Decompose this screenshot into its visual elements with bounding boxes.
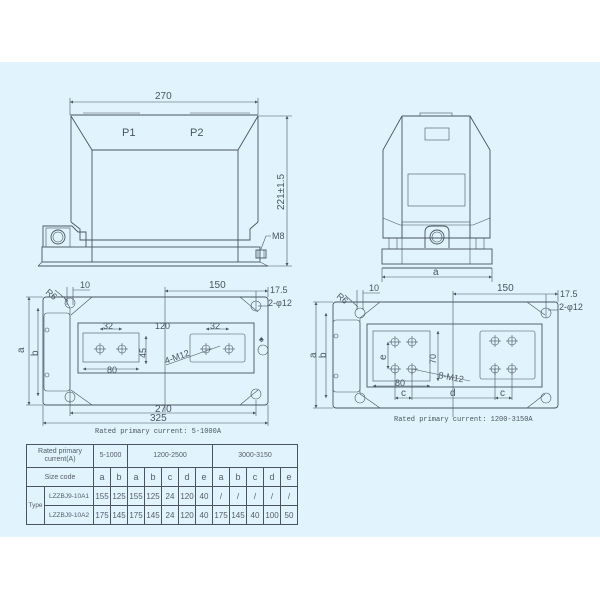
radius-r6-dim: R6	[44, 287, 59, 302]
header-current: Rated primary current(A)	[26, 444, 94, 468]
cell: 145	[110, 505, 128, 525]
side-width-dim: a	[433, 267, 439, 278]
cell: 145	[144, 505, 162, 525]
cell: 175	[93, 505, 111, 525]
height-45-dim: 45	[138, 348, 148, 358]
group-3000-3150: 3000-3150	[212, 444, 298, 468]
cell: 125	[144, 486, 162, 506]
model-name: LZZBJ9-10A2	[44, 505, 94, 525]
cell: 175	[212, 505, 230, 525]
pitch-right-dim: 32	[210, 321, 220, 331]
cell: 155	[127, 486, 145, 506]
model-name: LZZBJ9-10A1	[44, 486, 94, 506]
size-code: b	[144, 467, 162, 487]
holes-2-phi12-dim-large: 2-φ12	[559, 302, 583, 312]
size-code: a	[127, 467, 145, 487]
dim-a-large: a	[308, 352, 319, 358]
edge-17-5-dim-large: 17.5	[560, 289, 578, 299]
plan-view-1200-3150a: e 70 80 8-M12 c c d 150 17.5 2-φ12 R6	[308, 283, 583, 424]
cell: 24	[161, 505, 179, 525]
plan-view-5-1000a: ♠ 32 32 120 45 80 4-M12 150 17.5 2-φ12 R…	[16, 280, 292, 436]
caption-5-1000a: Rated primary current: 5-1000A	[95, 428, 222, 436]
holes-2-phi12-dim: 2-φ12	[268, 298, 292, 308]
caption-1200-3150a: Rated primary current: 1200-3150A	[394, 416, 533, 424]
size-code: a	[212, 467, 230, 487]
width-80-dim-large: 80	[395, 378, 405, 388]
thread-4-m12-label: 4-M12	[163, 348, 190, 366]
size-code: a	[93, 467, 111, 487]
slot-10-dim: 10	[80, 280, 90, 290]
size-code: e	[195, 467, 213, 487]
size-code: b	[229, 467, 247, 487]
table-size-code-row: Size code a b a b c d e a b c d e	[26, 467, 298, 487]
cell: 24	[161, 486, 179, 506]
cell: 120	[178, 486, 196, 506]
table-header-row: Rated primary current(A) 5-1000 1200-250…	[26, 444, 298, 468]
edge-17-5-dim: 17.5	[270, 285, 288, 295]
size-code: b	[110, 467, 128, 487]
terminal-spacing-dim: 120	[155, 321, 170, 331]
dim-c-left: c	[401, 388, 406, 399]
size-code: c	[161, 467, 179, 487]
center-150-dim-large: 150	[497, 283, 514, 294]
cell: 175	[127, 505, 145, 525]
thread-8-m12-label: 8-M12	[438, 370, 465, 384]
cell: 40	[195, 486, 213, 506]
size-code: d	[178, 467, 196, 487]
terminal-p2-label: P2	[190, 127, 203, 139]
width-80-dim: 80	[107, 365, 117, 375]
earth-symbol: ♠	[259, 334, 264, 344]
overall-325-dim: 325	[150, 413, 167, 424]
cell: /	[263, 486, 281, 506]
dim-e: e	[378, 354, 389, 360]
type-label: Type	[25, 486, 46, 525]
pitch-left-dim: 32	[103, 321, 113, 331]
table-row: LZZBJ9-10A2 175 145 175 145 24 120 40 17…	[27, 505, 298, 525]
m8-bolt-label: M8	[272, 231, 285, 241]
cell: 100	[263, 505, 281, 525]
cell: /	[246, 486, 264, 506]
spec-table: Rated primary current(A) 5-1000 1200-250…	[25, 444, 298, 525]
dim-a-small: a	[16, 347, 27, 353]
size-code: d	[263, 467, 281, 487]
size-code: c	[246, 467, 264, 487]
size-code-label: Size code	[26, 467, 94, 487]
dim-b-small: b	[30, 350, 41, 356]
side-view: a	[381, 112, 493, 282]
table-row: Type LZZBJ9-10A1 155 125 155 125 24 120 …	[25, 486, 298, 525]
front-width-dim: 270	[155, 91, 172, 102]
slot-10-dim-large: 10	[369, 283, 379, 293]
group-5-1000: 5-1000	[93, 444, 128, 468]
cell: 125	[110, 486, 128, 506]
cell: 155	[93, 486, 111, 506]
group-1200-2500: 1200-2500	[127, 444, 213, 468]
cell: 40	[195, 505, 213, 525]
center-150-dim: 150	[209, 280, 226, 291]
cell: /	[229, 486, 247, 506]
cell: /	[280, 486, 298, 506]
cell: 50	[280, 505, 298, 525]
front-height-dim: 221±1.5	[276, 173, 287, 210]
terminal-p1-label: P1	[122, 127, 135, 139]
cell: 120	[178, 505, 196, 525]
radius-r6-dim-large: R6	[335, 291, 350, 306]
cell: 145	[229, 505, 247, 525]
mount-270-dim: 270	[155, 404, 172, 415]
height-70-dim: 70	[428, 354, 438, 364]
front-view: 270 P1 P2 M8 221±1.5	[37, 91, 292, 267]
cell: 40	[246, 505, 264, 525]
dim-c-right: c	[500, 388, 505, 399]
cell: /	[212, 486, 230, 506]
size-code: e	[280, 467, 298, 487]
dim-b-large: b	[318, 352, 329, 358]
